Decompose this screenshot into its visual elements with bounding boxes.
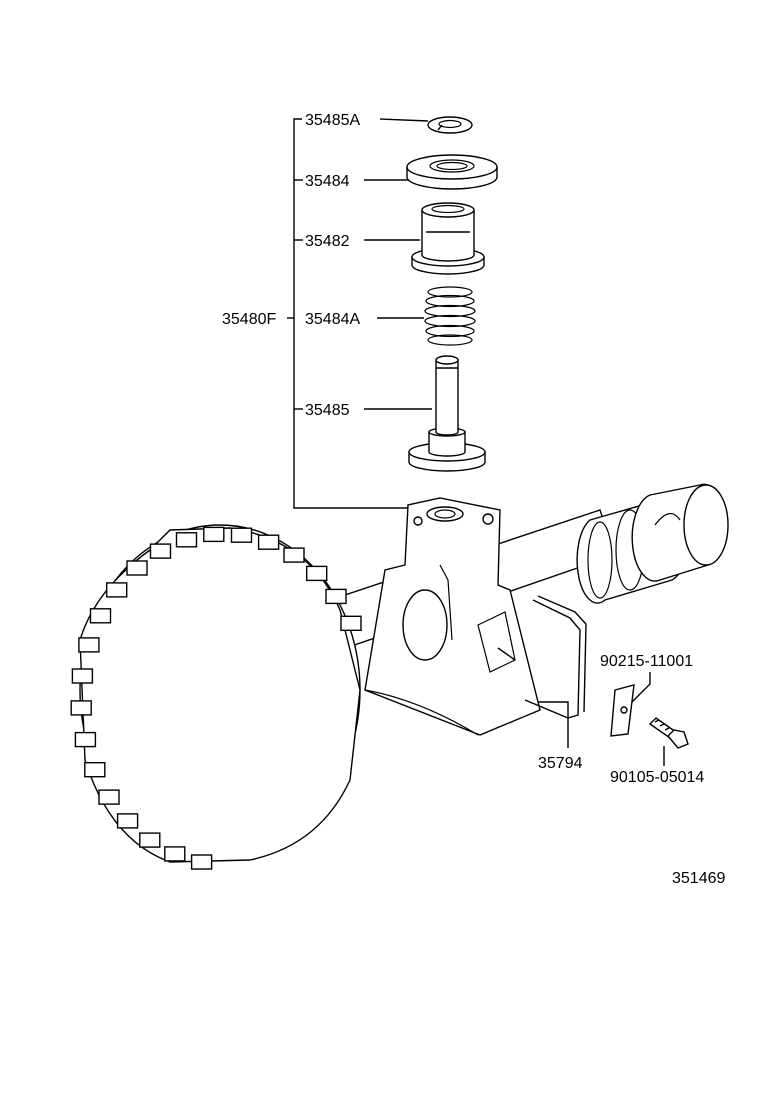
leader-lines	[287, 118, 665, 766]
label-35480F: 35480F	[222, 311, 276, 328]
seal-ring-part	[406, 154, 498, 190]
label-35485: 35485	[305, 402, 350, 419]
drum-tooth	[325, 588, 347, 605]
drum-tooth	[190, 854, 213, 870]
shaft-part	[408, 355, 486, 472]
drum-tooth	[89, 608, 112, 624]
valve-housing	[364, 497, 541, 736]
drum-tooth	[203, 526, 225, 543]
drum-tooth	[71, 668, 94, 684]
brake-drum	[70, 524, 362, 870]
drum-tooth	[149, 543, 172, 559]
drum-tooth	[230, 527, 253, 543]
drum-tooth	[164, 846, 186, 862]
drum-tooth	[70, 700, 92, 716]
drum-tooth	[98, 789, 120, 805]
drum-tooth	[139, 832, 161, 848]
snap-ring-part	[427, 116, 473, 134]
drum-teeth	[70, 526, 362, 870]
label-90215-11001: 90215-11001	[600, 653, 693, 670]
drum-tooth	[340, 615, 362, 631]
clip-part	[610, 684, 635, 737]
bracket-part	[524, 595, 587, 719]
label-35485A: 35485A	[305, 112, 360, 129]
label-35484A: 35484A	[305, 311, 360, 328]
part-labels: 35485A 35484 35482 35480F 35484A 35485 9…	[222, 112, 725, 887]
label-35794: 35794	[538, 755, 583, 772]
drum-tooth	[84, 762, 106, 778]
collar-part	[411, 202, 485, 275]
diagram-number: 351469	[672, 870, 725, 887]
drum-tooth	[74, 731, 97, 748]
drum-tooth	[283, 547, 305, 563]
drum-tooth	[126, 560, 148, 576]
drum-tooth	[105, 582, 128, 598]
drum-tooth	[78, 637, 100, 653]
drum-tooth	[306, 565, 328, 582]
drum-tooth	[116, 813, 139, 829]
drum-tooth	[257, 534, 280, 550]
drum-tooth	[175, 532, 198, 548]
bolt-part	[648, 717, 689, 749]
label-35482: 35482	[305, 233, 350, 250]
spring-part	[424, 286, 476, 346]
label-35484: 35484	[305, 173, 350, 190]
label-90105-05014: 90105-05014	[610, 769, 704, 786]
